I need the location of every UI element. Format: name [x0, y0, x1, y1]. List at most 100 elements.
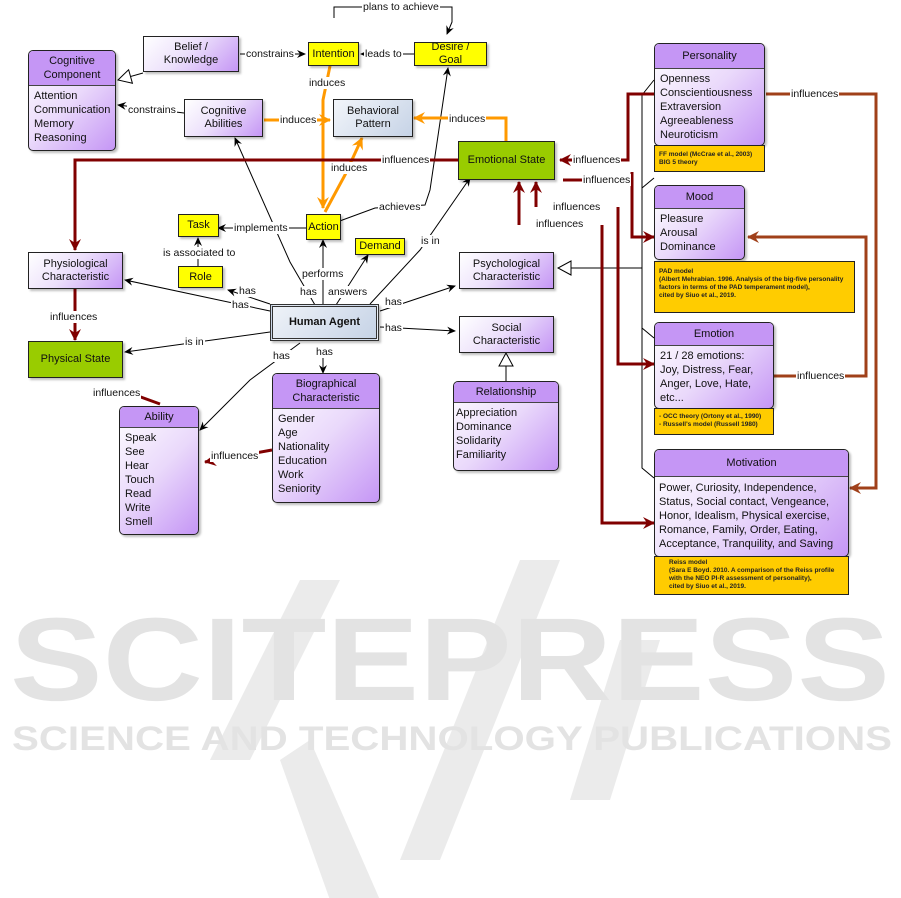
physical-state-node[interactable]: Physical State — [28, 341, 123, 378]
action-node[interactable]: Action — [306, 214, 341, 240]
emotion-items: 21 / 28 emotions: Joy, Distress, Fear, A… — [655, 346, 773, 408]
edge-label-has: has — [384, 322, 403, 334]
ability-class[interactable]: Ability Speak See Hear Touch Read Write … — [119, 406, 199, 535]
behavioral-pattern-node[interactable]: Behavioral Pattern — [333, 99, 413, 137]
list-item: Write — [125, 502, 151, 514]
edge-label-is-in: is in — [420, 235, 441, 247]
edge-label-implements: implements — [233, 222, 289, 234]
edge-label-achieves: achieves — [378, 201, 422, 213]
role-node[interactable]: Role — [178, 266, 223, 288]
motivation-title: Motivation — [655, 450, 848, 477]
watermark-sub: SCIENCE AND TECHNOLOGY PUBLICATIONS — [12, 720, 892, 758]
edge-label-is-in: is in — [184, 336, 205, 348]
list-item: Reasoning — [34, 132, 87, 144]
list-item: Conscientiousness — [660, 87, 753, 99]
edge-label-plans-to-achieve: plans to achieve — [362, 1, 440, 13]
human-agent-node[interactable]: Human Agent — [270, 304, 379, 341]
edge-achieves — [336, 67, 451, 223]
motivation-class[interactable]: Motivation Power, Curiosity, Independenc… — [654, 449, 849, 557]
edge-label-has: has — [272, 350, 291, 362]
edge-es-influences-mood — [630, 172, 655, 243]
emotion-note: - OCC theory (Ortony et al., 1990) - Rus… — [654, 408, 774, 435]
edge-label-influences: influences — [790, 88, 840, 100]
edge-label-influences: influences — [210, 450, 260, 462]
list-item: Neuroticism — [660, 129, 719, 141]
edge-is-in-emotional — [369, 177, 471, 305]
edge-has-role — [227, 288, 271, 305]
list-item: Education — [278, 455, 327, 467]
desire-goal-node[interactable]: Desire / Goal — [414, 41, 487, 66]
intention-node[interactable]: Intention — [308, 42, 359, 66]
list-item: Gender — [278, 413, 315, 425]
list-item: etc... — [660, 392, 684, 404]
psychological-characteristic-node[interactable]: Psychological Characteristic — [459, 252, 554, 289]
note-line: (Albert Mehrabian. 1996. Analysis of the… — [659, 276, 844, 283]
biographical-characteristic-class[interactable]: Biographical Characteristic Gender Age N… — [272, 373, 380, 503]
mood-class[interactable]: Mood Pleasure Arousal Dominance — [654, 185, 745, 260]
edge-label-has: has — [238, 285, 257, 297]
list-item: Appreciation — [456, 407, 518, 419]
ability-title: Ability — [120, 407, 198, 428]
edge-label-is-associated-to: is associated to — [162, 247, 237, 259]
list-item: Extraversion — [660, 101, 722, 113]
edge-motivation-influences-es — [600, 225, 655, 529]
note-line: - OCC theory (Ortony et al., 1990) — [659, 413, 762, 420]
emotional-state-node[interactable]: Emotional State — [458, 141, 555, 180]
note-line: cited by Siuo et al., 2019. — [669, 583, 746, 590]
demand-node[interactable]: Demand — [355, 238, 405, 255]
relationship-class[interactable]: Relationship Appreciation Dominance Soli… — [453, 381, 559, 471]
list-item: Communication — [34, 104, 111, 116]
edge-label-has: has — [231, 299, 250, 311]
social-characteristic-node[interactable]: Social Characteristic — [459, 316, 554, 353]
cognitive-component-class[interactable]: Cognitive Component Attention Communicat… — [28, 50, 116, 151]
list-item: Joy, Distress, Fear, — [660, 364, 754, 376]
edge-label-influences: influences — [572, 154, 622, 166]
list-item: Solidarity — [456, 435, 502, 447]
list-item: Pleasure — [660, 213, 704, 225]
list-item: Acceptance, Tranquility, and Saving — [659, 538, 834, 550]
emotion-class[interactable]: Emotion 21 / 28 emotions: Joy, Distress,… — [654, 322, 774, 409]
list-item: Status, Social contact, Vengeance, — [659, 496, 830, 508]
motivation-items: Power, Curiosity, Independence, Status, … — [655, 477, 848, 555]
list-item: Dominance — [660, 241, 716, 253]
list-item: Arousal — [660, 227, 698, 239]
edge-plans-to-achieve — [333, 6, 454, 35]
cognitive-abilities-node[interactable]: Cognitive Abilities — [184, 99, 263, 137]
personality-class[interactable]: Personality Openness Conscientiousness E… — [654, 43, 765, 146]
task-node[interactable]: Task — [178, 214, 219, 237]
list-item: Smell — [125, 516, 153, 528]
edge-label-induces: induces — [330, 162, 369, 174]
note-line: PAD model — [659, 268, 694, 275]
belief-knowledge-node[interactable]: Belief / Knowledge — [143, 36, 239, 72]
list-item: Nationality — [278, 441, 330, 453]
edge-label-performs: performs — [301, 268, 345, 280]
note-line: FF model (McCrae et al., 2003) — [659, 151, 753, 158]
relationship-items: Appreciation Dominance Solidarity Famili… — [454, 403, 558, 465]
note-line: factors in terms of the PAD temperament … — [659, 284, 810, 291]
edge-personality-influences-es — [559, 92, 654, 166]
mood-items: Pleasure Arousal Dominance — [655, 209, 744, 257]
edge-label-has: has — [315, 346, 334, 358]
edge-emotional-induces-behavior — [413, 112, 508, 142]
cognitive-component-items: Attention Communication Memory Reasoning — [29, 86, 115, 148]
note-line: (Sara E Boyd. 2010. A comparison of the … — [669, 567, 835, 574]
list-item: Memory — [34, 118, 74, 130]
edge-action-induces-behavior — [323, 137, 364, 213]
edge-label-influences: influences — [381, 154, 431, 166]
edge-label-has: has — [384, 296, 403, 308]
list-item: Read — [125, 488, 152, 500]
list-item: 21 / 28 emotions: — [660, 350, 745, 362]
edge-label-influences: influences — [796, 370, 846, 382]
list-item: Touch — [125, 474, 155, 486]
edge-label-constrains: constrains — [245, 48, 295, 60]
edge-label-leads-to: leads to — [364, 48, 403, 60]
physiological-characteristic-node[interactable]: Physiological Characteristic — [28, 252, 123, 289]
mood-note: PAD model (Albert Mehrabian. 1996. Analy… — [654, 261, 855, 313]
list-item: Openness — [660, 73, 711, 85]
note-line: with the NEO PI-R assessment of personal… — [669, 575, 812, 582]
edge-belief-to-cognitive-component — [116, 68, 144, 84]
ability-items: Speak See Hear Touch Read Write Smell — [120, 428, 198, 532]
list-item: Power, Curiosity, Independence, — [659, 482, 817, 494]
list-item: Seniority — [278, 483, 321, 495]
cognitive-component-title: Cognitive Component — [29, 51, 115, 86]
